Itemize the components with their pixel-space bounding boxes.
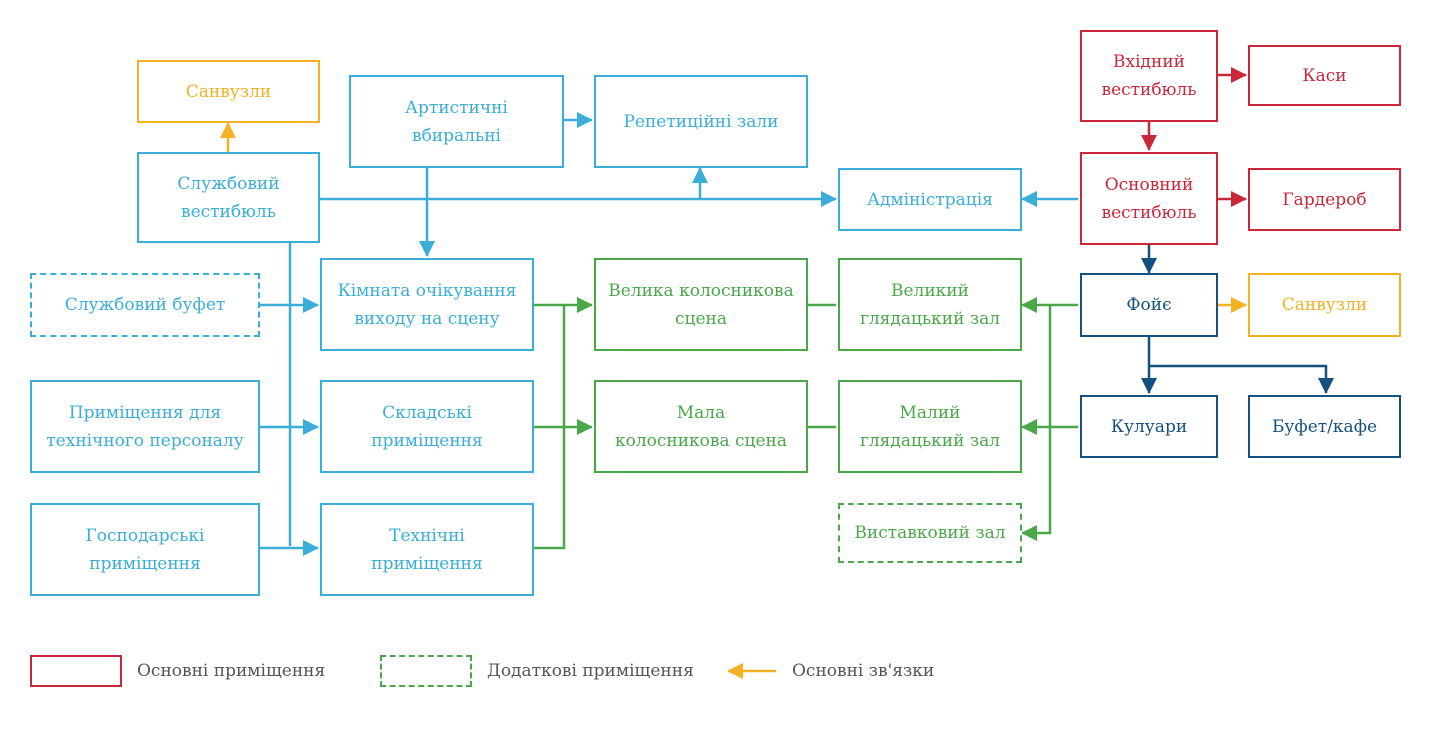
node-small-hall: Малий глядацький зал [838,380,1022,473]
node-service-lobby: Службовий вестибюль [137,152,320,243]
node-tech-staff-rooms: Приміщення для технічного персоналу [30,380,260,473]
legend-main-links-label: Основні зв'язки [792,661,935,681]
node-ticket-office: Каси [1248,45,1401,106]
node-main-lobby: Основний вестибюль [1080,152,1218,245]
stage-links [534,297,1078,550]
node-buffet-cafe: Буфет/кафе [1248,395,1401,458]
node-administration: Адміністрація [838,168,1022,231]
node-cloakroom: Гардероб [1248,168,1401,231]
link-foyer-to-cafe [1149,364,1334,394]
node-exhibition-hall: Виставковий зал [838,503,1022,563]
node-sanitary-service: Санвузли [137,60,320,123]
node-big-hall: Великий глядацький зал [838,258,1022,351]
sanitary-links [220,122,1247,313]
foyer-links [1141,245,1334,394]
node-technical-rooms: Технічні приміщення [320,503,534,596]
node-foyer: Фойє [1080,273,1218,337]
node-storage-rooms: Складські приміщення [320,380,534,473]
node-big-stage: Велика колосникова сцена [594,258,808,351]
legend-main-rooms-swatch [30,655,122,687]
node-sanitary-foyer: Санвузли [1248,273,1401,337]
node-service-buffet: Службовий буфет [30,273,260,337]
node-entrance-lobby: Вхідний вестибюль [1080,30,1218,122]
service-links [260,112,1078,556]
node-small-stage: Мала колосникова сцена [594,380,808,473]
main-entrance-links [1141,67,1247,207]
node-utility-rooms: Господарські приміщення [30,503,260,596]
node-lobbies: Кулуари [1080,395,1218,458]
link-to-exhibition-hall [1021,305,1052,541]
legend-main-rooms-label: Основні приміщення [137,661,326,681]
link-technical-to-stages [534,305,566,550]
node-dressing-rooms: Артистичні вбиральні [349,75,564,168]
legend-additional-rooms-swatch [380,655,472,687]
legend-additional-rooms-label: Додаткові приміщення [487,661,694,681]
node-rehearsal-halls: Репетиційні зали [594,75,808,168]
node-waiting-room: Кімната очікування виходу на сцену [320,258,534,351]
